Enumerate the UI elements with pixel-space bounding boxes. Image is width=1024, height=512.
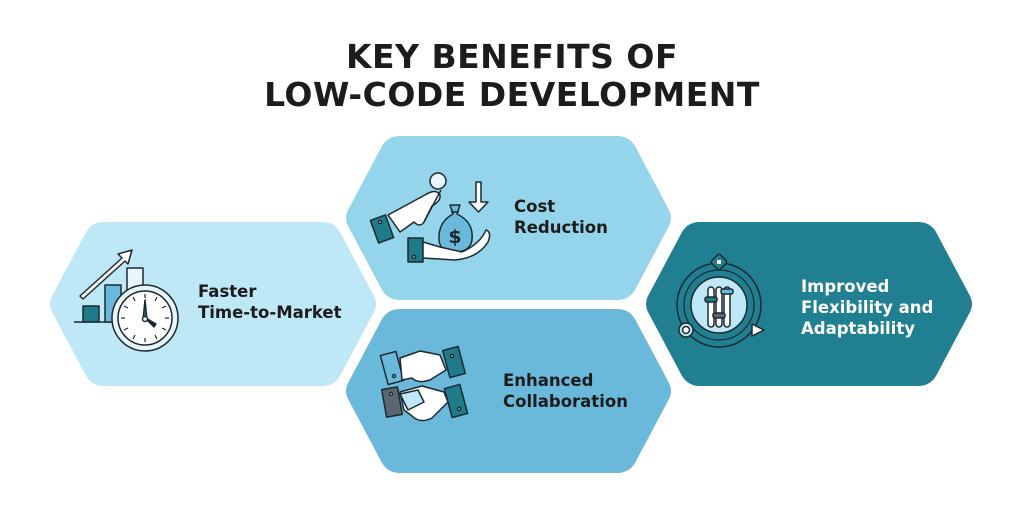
label-improved-flexibility: Improved Flexibility and Adaptability — [801, 276, 933, 339]
chart-clock-icon — [74, 249, 179, 352]
hex-enhanced-collaboration — [346, 309, 671, 473]
sliders-cycle-icon — [676, 253, 765, 348]
label-line: Collaboration — [503, 392, 628, 411]
label-line: Adaptability — [801, 319, 915, 338]
title-line-1: KEY BENEFITS OF — [345, 37, 679, 76]
label-line: Flexibility and — [801, 298, 934, 317]
label-line: Enhanced — [503, 371, 594, 390]
title-line-2: LOW-CODE DEVELOPMENT — [264, 75, 760, 114]
label-cost-reduction: Cost Reduction — [514, 196, 608, 238]
handshake-icon — [379, 345, 469, 422]
hex-improved-flexibility — [646, 222, 972, 386]
label-enhanced-collaboration: Enhanced Collaboration — [503, 370, 628, 412]
label-line: Reduction — [514, 218, 608, 237]
label-line: Faster — [198, 282, 257, 301]
label-line: Time-to-Market — [198, 303, 342, 322]
label-line: Improved — [801, 277, 890, 296]
label-faster-time-to-market: Faster Time-to-Market — [198, 281, 342, 323]
svg-text:$: $ — [448, 226, 461, 248]
label-line: Cost — [514, 197, 556, 216]
page-title: KEY BENEFITS OF LOW-CODE DEVELOPMENT — [0, 38, 1024, 114]
money-bag-hands-icon: $ — [369, 172, 491, 263]
